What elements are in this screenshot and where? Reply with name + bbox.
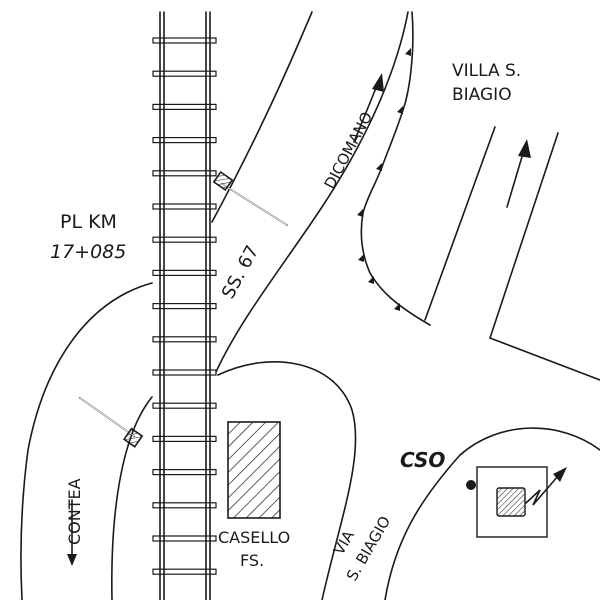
direction-label-dicomano: DICOMANO [321,109,377,192]
road-label-ss67: SS. 67 [218,242,263,302]
contea-direction-arrow [67,499,77,566]
railway-tie [152,336,217,343]
railway-tie [152,236,217,243]
casello-label: CASELLO [218,528,290,547]
casello-building [227,421,281,519]
cso-label: CSO [400,448,445,472]
railway-tie [152,70,217,77]
railway-tie [152,469,217,476]
arrow-icon [372,73,384,92]
cso-site [466,466,567,538]
place-label-biagio: BIAGIO [452,85,512,105]
railway-signal-south [79,397,144,448]
railway-tie [152,170,217,177]
one-way-barrier-line [357,11,431,326]
railway-tie [152,37,217,44]
railway-tie [152,568,217,575]
barb-triangle-icon [368,276,374,284]
railway-tie [152,203,217,210]
railway-track [152,11,217,600]
barb-triangle-icon [376,163,382,171]
barb-triangle-icon [405,48,411,56]
level-crossing-label-line2: 17+085 [50,241,126,263]
road-via-s-biagio [217,361,600,600]
casello-fs-label: FS. [240,551,264,570]
road-villa-s-biagio [424,126,600,381]
dicomano-direction-arrow [353,73,384,143]
road-contea [20,282,153,600]
barb-triangle-icon [394,303,400,311]
railway-tie [152,137,217,144]
barb-triangle-icon [358,254,364,262]
level-crossing-label-line1: PL KM [60,211,117,233]
arrow-down-icon [67,554,77,566]
railway-tie [152,435,217,442]
railway-tie [152,269,217,276]
barb-triangle-icon [357,209,363,217]
barb-triangle-icon [397,106,403,114]
arrow-up-icon [518,139,531,158]
railway-tie [152,535,217,542]
signal-arrow-icon [525,475,559,506]
road-ss67 [211,11,409,373]
location-dot-icon [466,480,476,490]
direction-label-contea: CONTEA [65,478,84,545]
railway-tie [152,402,217,409]
railway-tie [152,502,217,509]
railway-signal-north [212,170,288,226]
place-label-villa: VILLA S. [452,61,521,81]
railway-tie [152,103,217,111]
railway-tie [152,303,217,310]
